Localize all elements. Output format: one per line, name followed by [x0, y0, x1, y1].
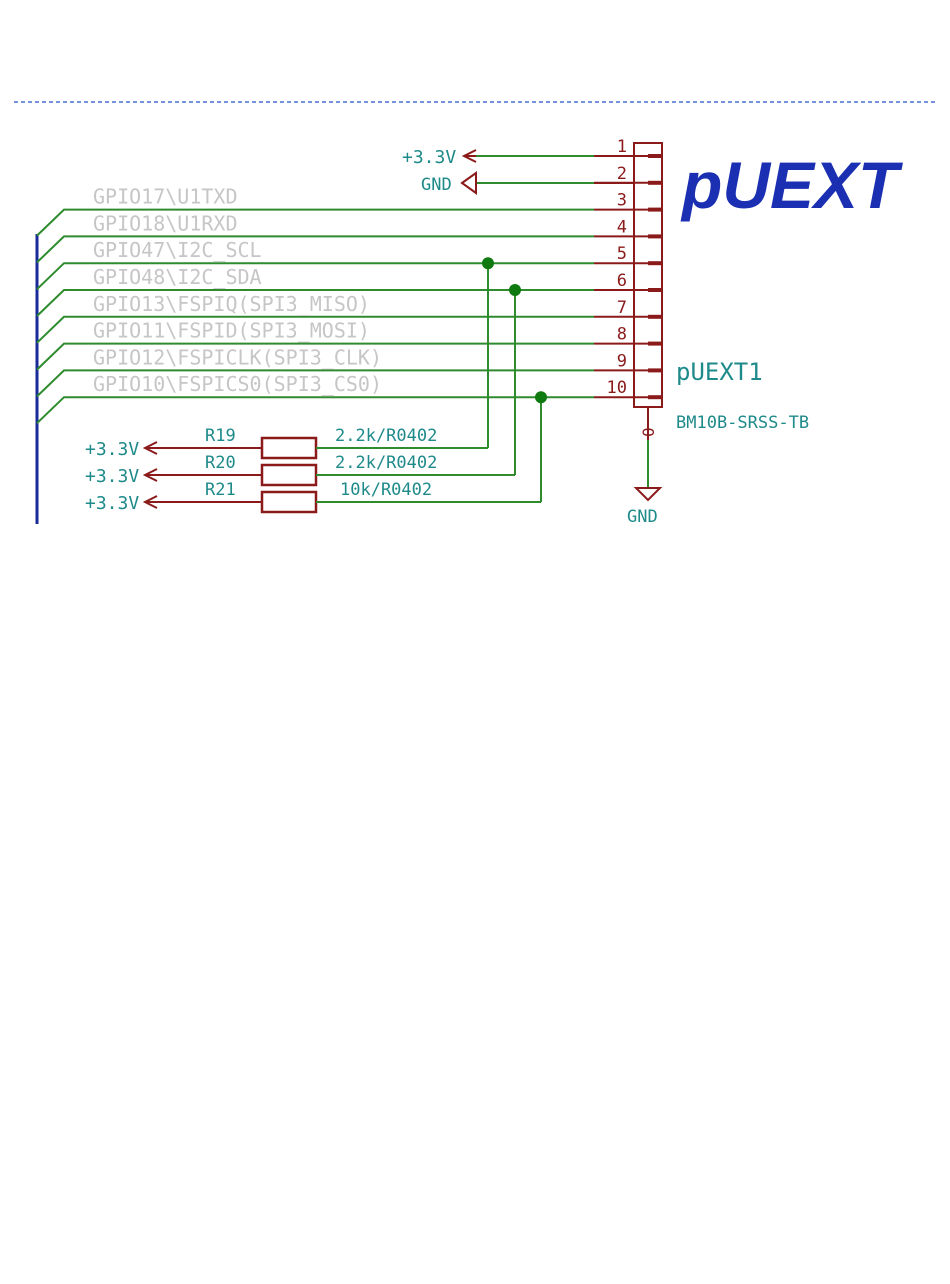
connector-pin-number: 8: [617, 325, 627, 345]
net-label: GPIO11\FSPID(SPI3_MOSI): [93, 319, 370, 343]
shield-gnd: 0 GND: [627, 407, 660, 527]
connector-part-number: BM10B-SRSS-TB: [676, 413, 809, 433]
resistor-ref: R19: [205, 426, 236, 446]
connector-pin-number: 6: [617, 271, 627, 291]
net-label: GPIO18\U1RXD: [93, 211, 238, 235]
resistor-ref: R21: [205, 480, 236, 500]
resistor-body: [262, 492, 316, 512]
resistor-body: [262, 465, 316, 485]
resistor-value: 2.2k/R0402: [335, 453, 437, 473]
junction-dot: [509, 284, 521, 296]
connector-reference: pUEXT1: [676, 358, 763, 386]
net-label: GPIO17\U1TXD: [93, 185, 238, 209]
pin1-power: +3.3V: [402, 147, 634, 168]
resistor-body: [262, 438, 316, 458]
junction-dot: [535, 391, 547, 403]
connector-pin-contact: [648, 208, 662, 212]
connector-pin-contact: [648, 261, 662, 265]
connector-pin-number: 3: [617, 191, 627, 211]
net-label: GPIO48\I2C_SDA: [93, 265, 262, 289]
resistor-supply-label: +3.3V: [85, 439, 139, 460]
shield-gnd-label: GND: [627, 507, 658, 527]
resistor-supply-label: +3.3V: [85, 466, 139, 487]
resistor-ref: R20: [205, 453, 236, 473]
connector-pin-number: 1: [617, 137, 627, 157]
pin1-supply-label: +3.3V: [402, 147, 456, 168]
connector-pin-number: 4: [617, 217, 627, 237]
net-label: GPIO13\FSPIQ(SPI3_MISO): [93, 292, 370, 316]
connector-pin-contact: [648, 395, 662, 399]
pin2-gnd: GND: [421, 173, 634, 195]
connector-pin-contact: [648, 288, 662, 292]
connector-pin-contact: [648, 154, 662, 158]
connector-pin-contact: [648, 234, 662, 238]
title-puext: pUEXT: [680, 148, 903, 222]
connector-pin-number: 5: [617, 244, 627, 264]
net-label: GPIO10\FSPICS0(SPI3_CS0): [93, 372, 382, 396]
connector-pin-number: 9: [617, 351, 627, 371]
net-wire: [37, 397, 594, 423]
net-label: GPIO12\FSPICLK(SPI3_CLK): [93, 345, 382, 369]
connector-pin-number: 2: [617, 164, 627, 184]
resistor-value: 2.2k/R0402: [335, 426, 437, 446]
resistor-supply-label: +3.3V: [85, 493, 139, 514]
connector-pin-number: 7: [617, 298, 627, 318]
connector-pin-contact: [648, 315, 662, 319]
junction-dot: [482, 257, 494, 269]
connector-pin-contact: [648, 342, 662, 346]
connector-pin-number: 10: [607, 378, 627, 398]
resistor-value: 10k/R0402: [340, 480, 432, 500]
connector-pin-contact: [648, 181, 662, 185]
shield-pin-number: 0: [639, 427, 658, 437]
net-label: GPIO47\I2C_SCL: [93, 238, 262, 262]
connector-pin-contact: [648, 368, 662, 372]
pin2-gnd-label: GND: [421, 175, 452, 195]
